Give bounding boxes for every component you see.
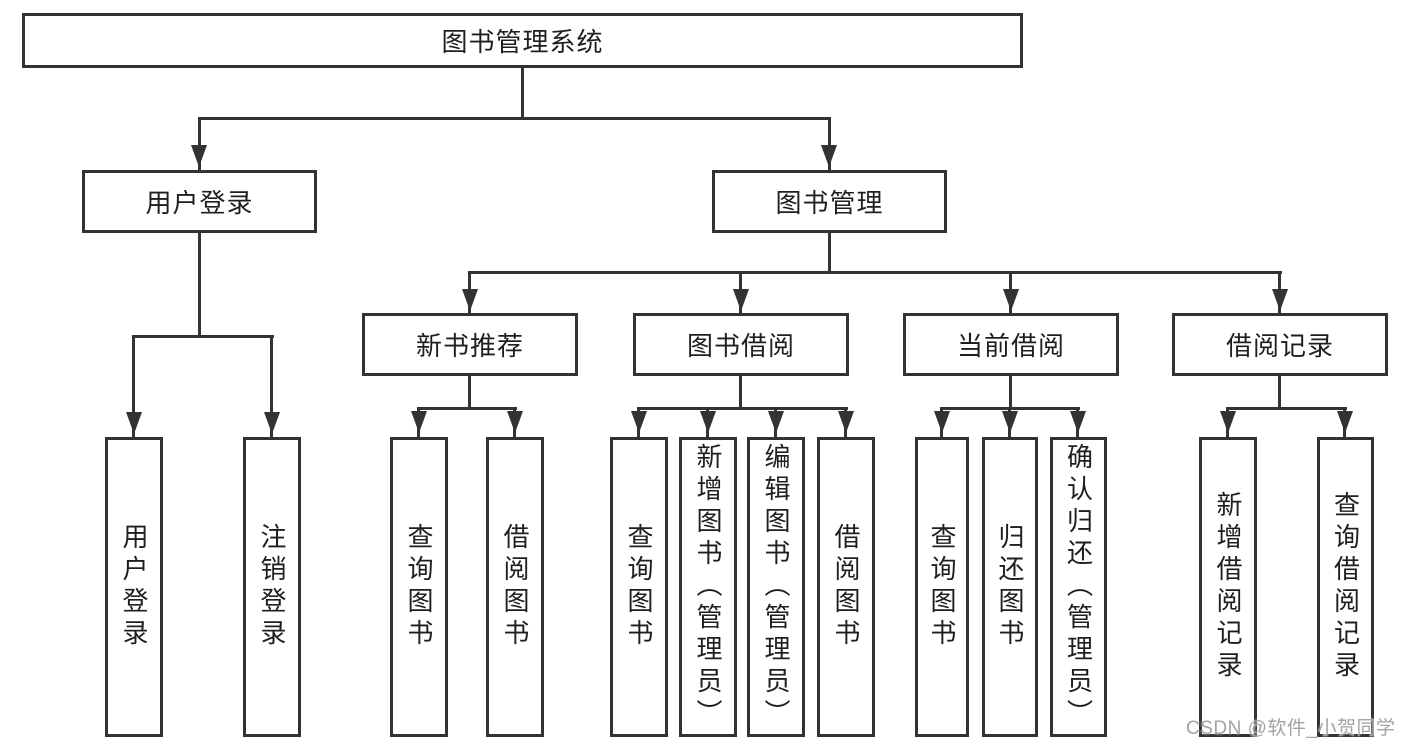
arrow-down xyxy=(126,412,142,434)
leaf-label: 新增借阅记录 xyxy=(1213,491,1243,683)
leaf-label: 归还图书 xyxy=(995,523,1025,651)
leaf-edit-books-admin: 编辑图书（管理员） xyxy=(747,437,805,737)
arrow-down xyxy=(934,411,950,433)
leaf-label: 用户登录 xyxy=(119,523,149,651)
node-book-borrowing: 图书借阅 xyxy=(633,313,849,376)
node-label: 用户登录 xyxy=(145,188,254,218)
connector-line xyxy=(828,117,831,170)
leaf-label: 借阅图书 xyxy=(831,523,861,651)
leaf-user-login: 用户登录 xyxy=(105,437,163,737)
connector-line xyxy=(1278,374,1281,409)
arrow-down xyxy=(411,411,427,433)
connector-line xyxy=(198,117,831,120)
arrow-down xyxy=(733,289,749,311)
arrow-down xyxy=(631,411,647,433)
arrow-down xyxy=(1070,411,1086,433)
connector-line xyxy=(417,407,517,410)
connector-line xyxy=(132,335,135,437)
leaf-label: 查询借阅记录 xyxy=(1330,491,1361,683)
arrow-down xyxy=(507,411,523,433)
arrow-down xyxy=(1003,289,1019,311)
leaf-query-books-borrowing: 查询图书 xyxy=(610,437,668,737)
leaf-label: 确认归还（管理员） xyxy=(1063,443,1094,731)
leaf-query-borrow-record: 查询借阅记录 xyxy=(1317,437,1374,737)
node-current-borrowing: 当前借阅 xyxy=(903,313,1119,376)
connector-line xyxy=(198,233,201,338)
node-label: 借阅记录 xyxy=(1225,331,1334,361)
node-label: 图书管理 xyxy=(775,188,884,218)
node-library-management-system: 图书管理系统 xyxy=(22,13,1023,68)
leaf-label: 查询图书 xyxy=(624,523,654,651)
node-user-login: 用户登录 xyxy=(82,170,317,233)
leaf-logout: 注销登录 xyxy=(243,437,301,737)
leaf-return-books: 归还图书 xyxy=(982,437,1038,737)
csdn-watermark: CSDN @软件_小贺同学 xyxy=(1186,718,1396,739)
leaf-borrow-books-recommend: 借阅图书 xyxy=(486,437,544,737)
connector-line xyxy=(198,117,201,170)
node-new-book-recommendation: 新书推荐 xyxy=(362,313,578,376)
node-label: 当前借阅 xyxy=(956,331,1065,361)
leaf-label: 注销登录 xyxy=(257,523,287,651)
arrow-down xyxy=(1220,411,1236,433)
connector-line xyxy=(1226,407,1347,410)
arrow-down xyxy=(1337,411,1353,433)
arrow-down xyxy=(1272,289,1288,311)
arrow-down xyxy=(264,412,280,434)
leaf-label: 查询图书 xyxy=(404,523,434,651)
connector-line xyxy=(637,407,848,410)
leaf-borrow-books-borrowing: 借阅图书 xyxy=(817,437,875,737)
connector-line xyxy=(828,231,831,274)
arrow-down xyxy=(838,411,854,433)
leaf-add-books-admin: 新增图书（管理员） xyxy=(679,437,737,737)
connector-line xyxy=(739,374,742,409)
leaf-label: 新增图书（管理员） xyxy=(693,443,723,731)
connector-line xyxy=(521,66,524,119)
connector-line xyxy=(270,335,273,437)
connector-line xyxy=(132,335,274,338)
node-label: 图书借阅 xyxy=(686,331,795,361)
leaf-query-books-recommend: 查询图书 xyxy=(390,437,448,737)
arrow-down xyxy=(1002,411,1018,433)
leaf-add-borrow-record: 新增借阅记录 xyxy=(1199,437,1257,737)
node-borrowing-records: 借阅记录 xyxy=(1172,313,1388,376)
arrow-down xyxy=(700,411,716,433)
connector-line xyxy=(468,374,471,409)
arrow-down xyxy=(462,289,478,311)
node-label: 新书推荐 xyxy=(415,331,524,361)
arrow-down xyxy=(821,145,837,167)
leaf-query-books-current: 查询图书 xyxy=(915,437,969,737)
leaf-confirm-return-admin: 确认归还（管理员） xyxy=(1050,437,1107,737)
node-label: 图书管理系统 xyxy=(441,27,604,57)
leaf-label: 编辑图书（管理员） xyxy=(761,443,791,731)
leaf-label: 查询图书 xyxy=(927,523,957,651)
connector-line xyxy=(468,271,1282,274)
connector-line xyxy=(1009,374,1012,409)
arrow-down xyxy=(191,145,207,167)
node-book-management: 图书管理 xyxy=(712,170,947,233)
arrow-down xyxy=(768,411,784,433)
leaf-label: 借阅图书 xyxy=(500,523,530,651)
